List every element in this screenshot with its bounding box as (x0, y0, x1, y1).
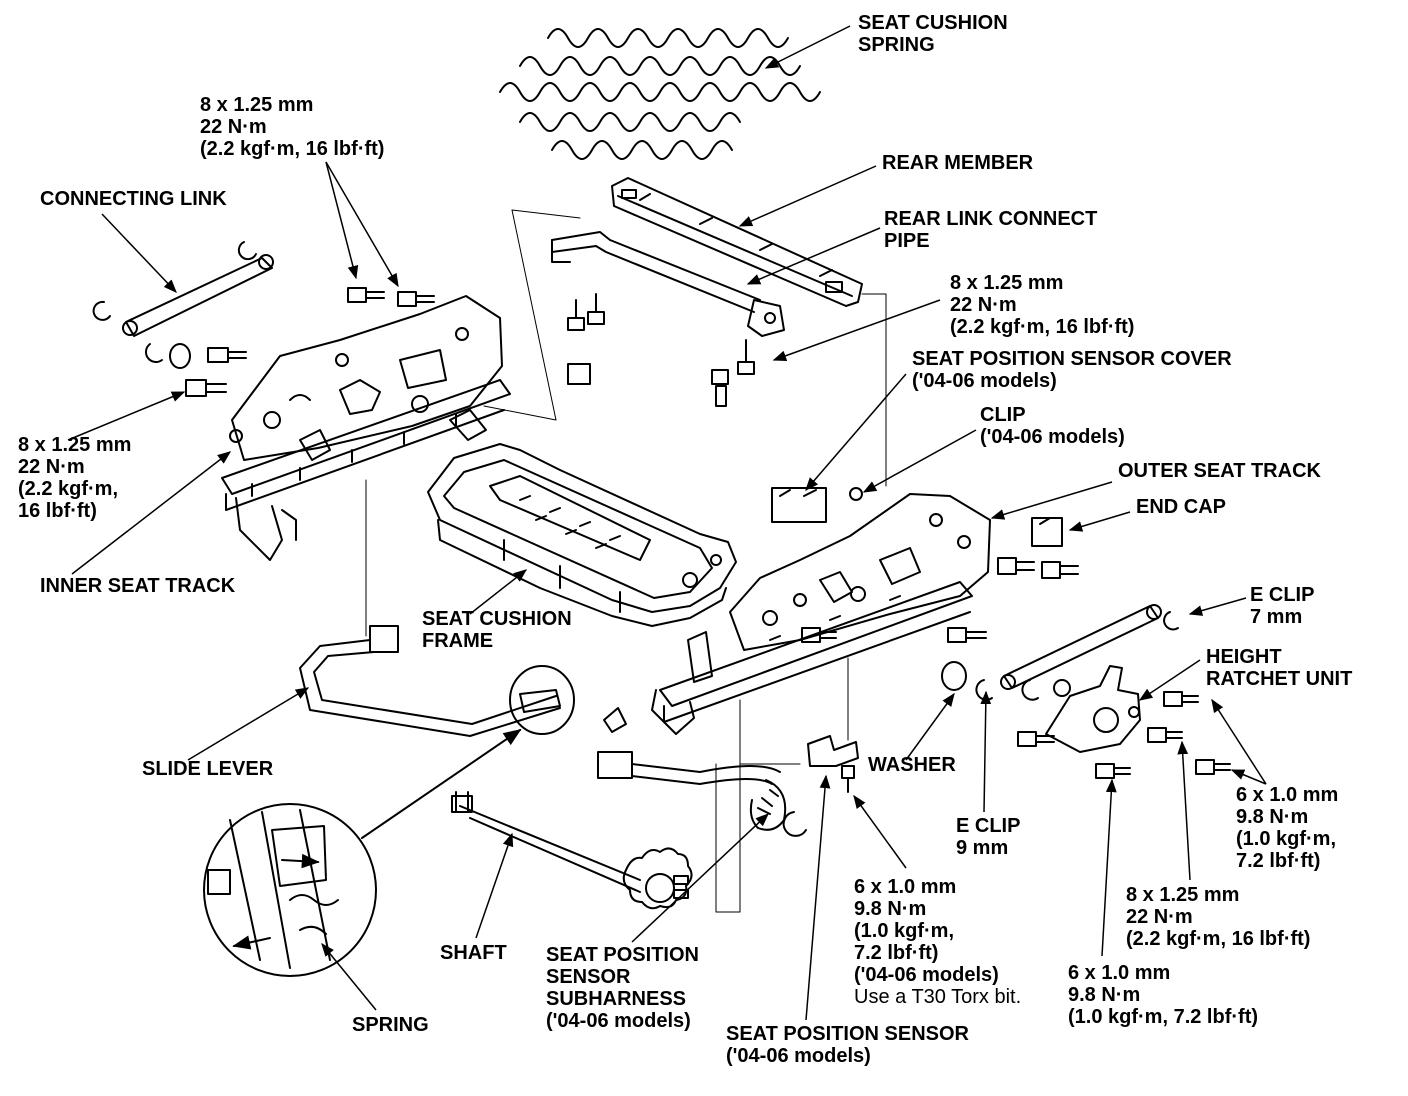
height-ratchet-unit-part (1017, 665, 1231, 779)
label-torque-spec-lower-bolt: 6 x 1.0 mm 9.8 N·m (1.0 kgf·m, 7.2 lbf·f… (1068, 962, 1259, 1028)
label-seat-cushion-spring: SEAT CUSHION SPRING (858, 12, 1008, 56)
label-torque-spec-ratchet-bolts: 8 x 1.25 mm 22 N·m (2.2 kgf·m, 16 lbf·ft… (1126, 884, 1311, 950)
label-rear-member: REAR MEMBER (882, 152, 1034, 174)
rear-link-connect-pipe-part (551, 231, 785, 337)
outer-track-bolts (801, 557, 1079, 643)
label-e-clip-7mm: E CLIP 7 mm (1250, 584, 1315, 628)
label-seat-position-sensor-subharness: SEAT POSITION SENSOR SUBHARNESS ('04-06 … (546, 944, 699, 1032)
label-torque-spec-inner-track-top: 8 x 1.25 mm 22 N·m (2.2 kgf·m, 16 lbf·ft… (200, 94, 385, 160)
inner-track-washers-bolts (145, 287, 435, 397)
seat-cushion-spring-part (499, 28, 821, 160)
spring-detail-view (203, 728, 522, 977)
inner-seat-track-part (221, 295, 511, 561)
torx-bit-note: Use a T30 Torx bit. (854, 986, 1022, 1008)
label-washer: WASHER (868, 754, 956, 776)
label-shaft: SHAFT (440, 942, 507, 964)
label-e-clip-9mm: E CLIP 9 mm (956, 815, 1021, 859)
rear-bracket-bolts (567, 293, 755, 407)
subharness-part (597, 707, 807, 837)
label-torque-spec-ratchet-unit: 6 x 1.0 mm 9.8 N·m (1.0 kgf·m, 7.2 lbf·f… (1236, 784, 1339, 872)
label-slide-lever: SLIDE LEVER (142, 758, 274, 780)
label-seat-position-sensor: SEAT POSITION SENSOR ('04-06 models) (726, 1023, 969, 1067)
label-end-cap: END CAP (1136, 496, 1227, 518)
label-seat-position-sensor-cover: SEAT POSITION SENSOR COVER ('04-06 model… (912, 348, 1232, 392)
rear-member-part (611, 177, 863, 307)
label-inner-seat-track: INNER SEAT TRACK (40, 575, 236, 597)
label-torque-spec-rear-link: 8 x 1.25 mm 22 N·m (2.2 kgf·m, 16 lbf·ft… (950, 272, 1135, 338)
label-height-ratchet-unit: HEIGHT RATCHET UNIT (1206, 646, 1353, 690)
seat-cushion-frame-part (427, 443, 737, 627)
label-torque-spec-inner-track-side: 8 x 1.25 mm 22 N·m (2.2 kgf·m, 16 lbf·ft… (18, 434, 132, 522)
shaft-part (451, 791, 693, 910)
label-clip: CLIP ('04-06 models) (980, 404, 1125, 448)
outer-seat-track-part (651, 487, 1063, 735)
label-torque-spec-sensor-bolt: 6 x 1.0 mm 9.8 N·m (1.0 kgf·m, 7.2 lbf·f… (854, 876, 1022, 1008)
label-connecting-link: CONNECTING LINK (40, 188, 227, 210)
label-outer-seat-track: OUTER SEAT TRACK (1118, 460, 1321, 482)
leader-arrows (67, 25, 1267, 1021)
connecting-link-part (92, 241, 274, 337)
label-seat-cushion-frame: SEAT CUSHION FRAME (422, 608, 572, 652)
assembly-guide-lines (365, 209, 887, 913)
seat-position-sensor-part (807, 735, 859, 793)
label-rear-link-connect-pipe: REAR LINK CONNECT PIPE (884, 208, 1098, 252)
height-link-washers-clips (941, 604, 1179, 701)
label-spring: SPRING (352, 1014, 429, 1036)
